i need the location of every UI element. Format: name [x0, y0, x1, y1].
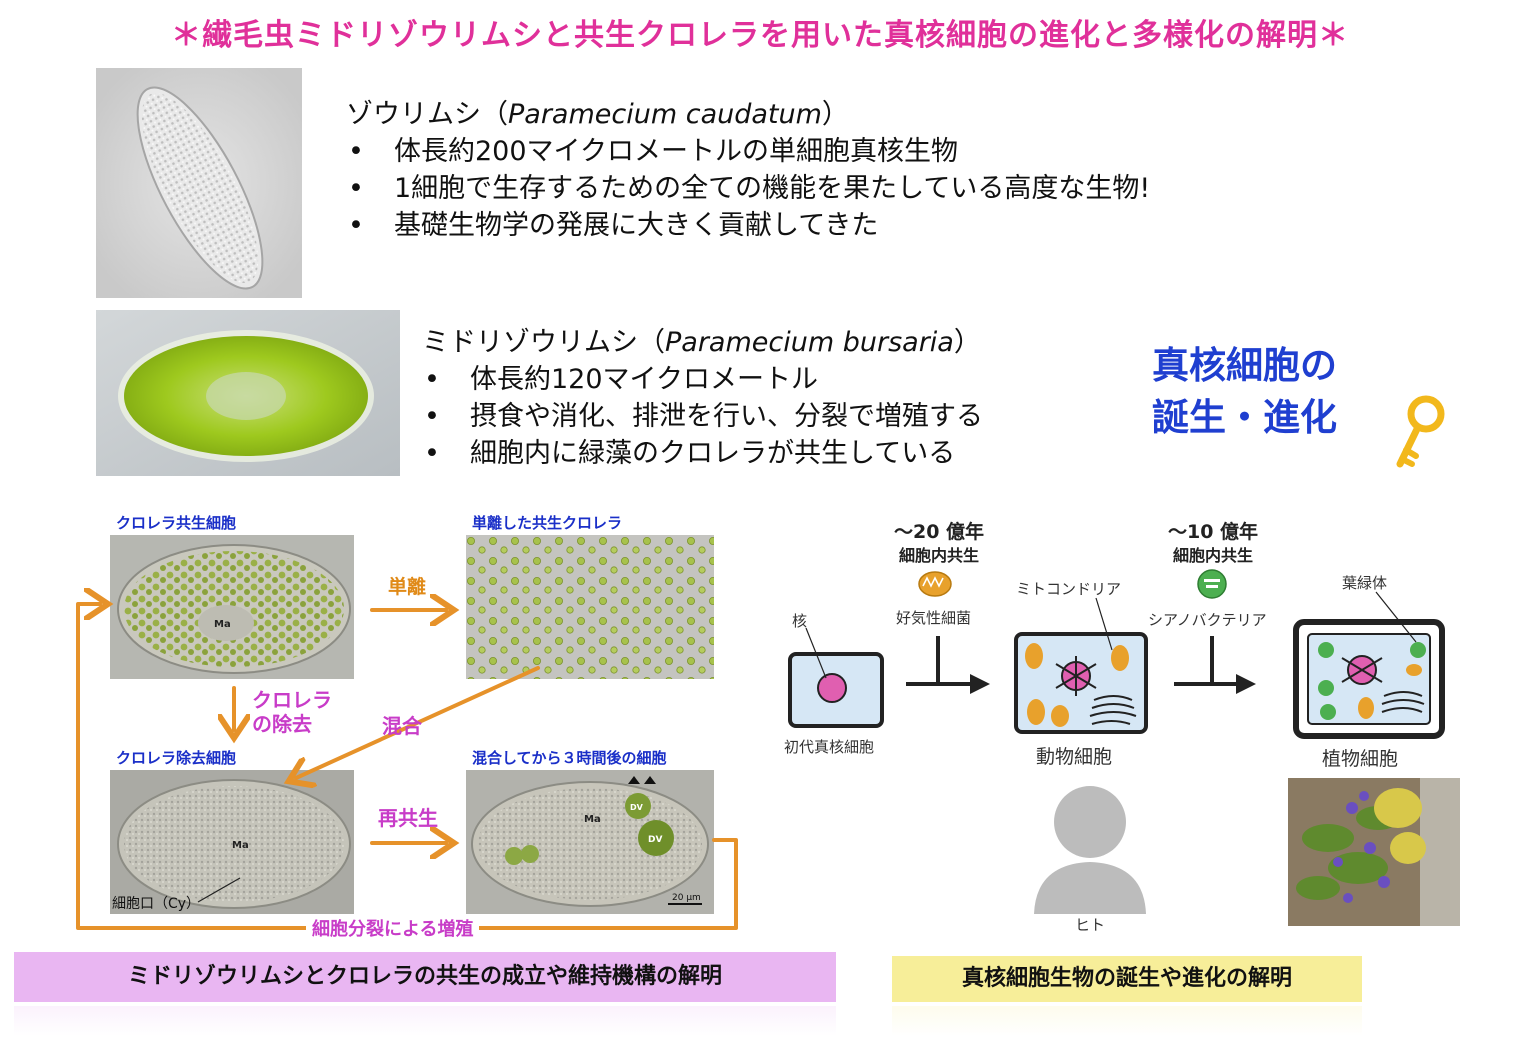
human-silhouette-icon: [1030, 784, 1150, 918]
step-mix: 混合: [382, 714, 422, 738]
micrograph-removed-cell: Ma: [110, 770, 354, 914]
banner-reflection: [892, 1006, 1362, 1036]
micrograph-symbiotic-cell: Ma: [110, 535, 354, 679]
bursaria-bullet: 摂食や消化、排泄を行い、分裂で増殖する: [422, 398, 983, 435]
step-isolate: 単離: [388, 576, 427, 598]
cyanobacterium-icon: [1197, 569, 1227, 599]
caudatum-bullet: 基礎生物学の発展に大きく貢献してきた: [346, 207, 1150, 244]
caudatum-bullet: 体長約200マイクロメートルの単細胞真核生物: [346, 133, 1150, 170]
label-first-eukaryote: 初代真核細胞: [784, 738, 875, 756]
key-heading: 真核細胞の 誕生・進化: [1152, 344, 1337, 439]
ma-label: Ma: [232, 840, 249, 851]
panel-label-mixed: 混合してから３時間後の細胞: [472, 749, 667, 767]
step-resymbiosis: 再共生: [378, 806, 438, 830]
label-animal-cell: 動物細胞: [1036, 746, 1113, 768]
timeline-label-2-billion: 〜20 億年 細胞内共生: [893, 521, 985, 565]
bursaria-bullet: 体長約120マイクロメートル: [422, 361, 983, 398]
ma-label: Ma: [214, 619, 231, 630]
panel-label-symbiotic: クロレラ共生細胞: [116, 514, 237, 532]
animal-cell-diagram: [1014, 597, 1148, 734]
panel-label-isolated: 単離した共生クロレラ: [472, 514, 623, 532]
bursaria-description: ミドリゾウリムシ（Paramecium bursaria） 体長約120マイクロ…: [422, 324, 983, 472]
caudatum-name: ゾウリムシ（Paramecium caudatum）: [346, 99, 849, 130]
bursaria-name: ミドリゾウリムシ（Paramecium bursaria）: [422, 327, 981, 358]
plant-photo: [1288, 778, 1460, 926]
banner-symbiosis-research: ミドリゾウリムシとクロレラの共生の成立や維持機構の解明: [14, 952, 836, 1002]
ma-label: Ma: [584, 814, 601, 825]
plant-cell-diagram: [1293, 591, 1445, 739]
dv-label: DV: [630, 803, 644, 812]
label-plant-cell: 植物細胞: [1322, 748, 1399, 770]
label-cyanobacteria: シアノバクテリア: [1148, 611, 1267, 629]
scale-bar-label: 20 µm: [672, 893, 701, 903]
page-title: ＊繊毛虫ミドリゾウリムシと共生クロレラを用いた真核細胞の進化と多様化の解明＊: [171, 18, 1349, 53]
aerobic-bacterium-icon: [918, 571, 952, 597]
label-mitochondria: ミトコンドリア: [1016, 580, 1122, 598]
label-human: ヒト: [1075, 916, 1106, 934]
label-chloroplast: 葉緑体: [1342, 574, 1388, 592]
step-cell-division: 細胞分裂による増殖: [306, 918, 480, 942]
timeline-label-1-billion: 〜10 億年 細胞内共生: [1167, 521, 1259, 565]
step-remove-chlorella: クロレラ の除去: [252, 688, 332, 736]
cytostome-label: 細胞口（Cy）: [112, 896, 201, 912]
evolution-diagram: [788, 569, 1445, 739]
panel-label-removed: クロレラ除去細胞: [116, 749, 237, 767]
first-eukaryote-cell: [788, 627, 884, 728]
label-nucleus: 核: [792, 612, 808, 630]
paramecium-bursaria-photo: [96, 310, 400, 476]
bursaria-bullet: 細胞内に緑藻のクロレラが共生している: [422, 435, 983, 472]
micrograph-isolated-chlorella: [466, 535, 714, 679]
paramecium-caudatum-photo: [96, 68, 302, 298]
caudatum-description: ゾウリムシ（Paramecium caudatum） 体長約200マイクロメート…: [346, 96, 1150, 244]
banner-reflection: [14, 1006, 836, 1036]
label-aerobic-bacteria: 好気性細菌: [896, 609, 972, 627]
banner-evolution-research: 真核細胞生物の誕生や進化の解明: [892, 956, 1362, 1002]
key-icon: [1390, 392, 1452, 476]
micrograph-mixed-cell: Ma DV DV 20 µm: [466, 770, 714, 914]
caudatum-bullet: 1細胞で生存するための全ての機能を果たしている高度な生物!: [346, 170, 1150, 207]
dv-label: DV: [648, 835, 662, 845]
